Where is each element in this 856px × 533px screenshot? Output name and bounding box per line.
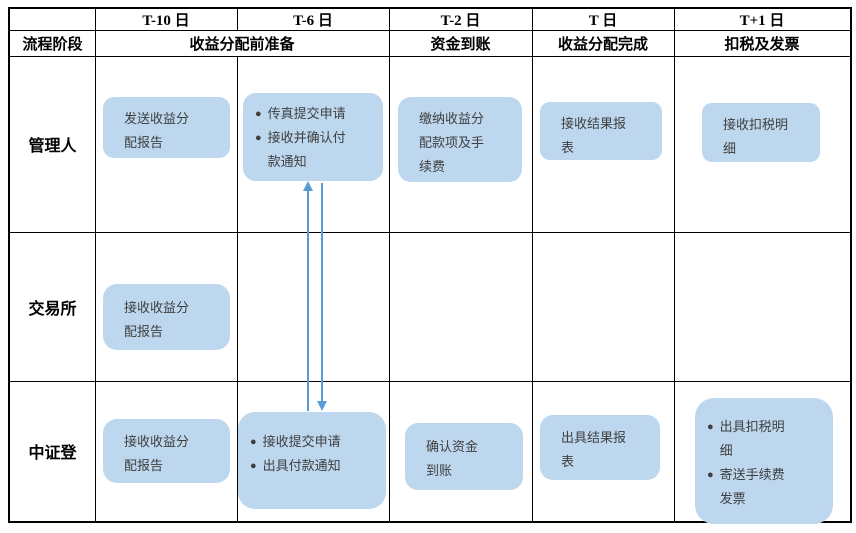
bullet-text: 传真提交申请 (267, 106, 346, 121)
bullet-text: 接收提交申请 (262, 434, 341, 449)
arrow-up-line (307, 190, 309, 411)
task-text: 接收收益分 配报告 (124, 300, 190, 339)
task-box-csdc-tax-invoice: ● 出具扣税明 细 ● 寄送手续费 发票 (695, 398, 833, 524)
bullet-icon: ● (255, 132, 262, 144)
task-box-manager-receive-result: 接收结果报 表 (540, 102, 662, 160)
stage-column-title: 流程阶段 (22, 36, 83, 53)
task-text: 出具结果报 表 (561, 430, 627, 469)
bullet-item: ● 接收并确认付 款通知 (255, 126, 377, 174)
bullet-icon: ● (250, 460, 257, 472)
grid-line (237, 9, 238, 30)
bullet-item: ● 出具付款通知 (250, 454, 380, 478)
lane-label-manager: 管理人 (28, 138, 77, 155)
arrow-down-icon (317, 401, 327, 411)
lane-label-csdc: 中证登 (28, 445, 77, 462)
bullet-icon: ● (255, 108, 262, 120)
grid-line (532, 9, 533, 521)
task-box-csdc-receive-apply: ● 接收提交申请 ● 出具付款通知 (238, 412, 386, 509)
task-box-exchange-receive-report: 接收收益分 配报告 (103, 284, 230, 350)
grid-line (95, 9, 96, 521)
bullet-icon: ● (707, 421, 714, 433)
task-box-csdc-issue-result: 出具结果报 表 (540, 415, 660, 480)
task-text: 接收结果报 表 (561, 116, 627, 155)
task-box-manager-pay-funds: 缴纳收益分 配款项及手 续费 (398, 97, 522, 182)
task-box-manager-receive-tax-detail: 接收扣税明 细 (702, 103, 820, 162)
task-text: 接收收益分 配报告 (124, 434, 190, 473)
bullet-text: 出具付款通知 (262, 458, 341, 473)
grid-line (237, 56, 238, 521)
bullet-text: 出具扣税明 细 (719, 419, 785, 458)
bullet-text: 寄送手续费 发票 (719, 467, 785, 506)
bullet-icon: ● (707, 469, 714, 481)
task-box-manager-send-report: 发送收益分 配报告 (103, 97, 230, 158)
header-day-t2: T-2 日 (440, 13, 481, 29)
task-text: 缴纳收益分 配款项及手 续费 (419, 111, 485, 174)
header-day-t6: T-6 日 (293, 13, 333, 29)
header-day-t10: T-10 日 (142, 13, 190, 29)
task-box-csdc-confirm-funds: 确认资金 到账 (405, 423, 523, 490)
stage-distribution-complete: 收益分配完成 (557, 36, 648, 53)
grid-line (10, 30, 850, 31)
bullet-icon: ● (250, 436, 257, 448)
task-box-manager-fax-apply: ● 传真提交申请 ● 接收并确认付 款通知 (243, 93, 383, 181)
grid-line (10, 381, 850, 382)
stage-preparation: 收益分配前准备 (189, 36, 295, 53)
header-day-t: T 日 (588, 13, 618, 29)
grid-line (389, 9, 390, 521)
grid-line (674, 9, 675, 521)
stage-tax-invoice: 扣税及发票 (724, 36, 800, 53)
task-box-csdc-receive-report: 接收收益分 配报告 (103, 419, 230, 483)
bullet-item: ● 出具扣税明 细 (707, 415, 827, 463)
arrow-up-icon (303, 181, 313, 191)
task-text: 确认资金 到账 (426, 439, 479, 478)
bullet-item: ● 接收提交申请 (250, 430, 380, 454)
grid-line (10, 232, 850, 233)
lane-label-exchange: 交易所 (28, 300, 77, 318)
process-swimlane-table: T-10 日 T-6 日 T-2 日 T 日 T+1 日 流程阶段 收益分配前准… (8, 7, 852, 524)
grid-line (10, 56, 850, 57)
header-day-t1: T+1 日 (739, 13, 785, 29)
stage-funds-arrival: 资金到账 (430, 36, 491, 53)
bullet-item: ● 传真提交申请 (255, 102, 377, 126)
bullet-item: ● 寄送手续费 发票 (707, 463, 827, 511)
task-text: 接收扣税明 细 (723, 117, 789, 156)
arrow-down-line (321, 183, 323, 402)
task-text: 发送收益分 配报告 (124, 111, 190, 150)
bullet-text: 接收并确认付 款通知 (267, 130, 346, 169)
